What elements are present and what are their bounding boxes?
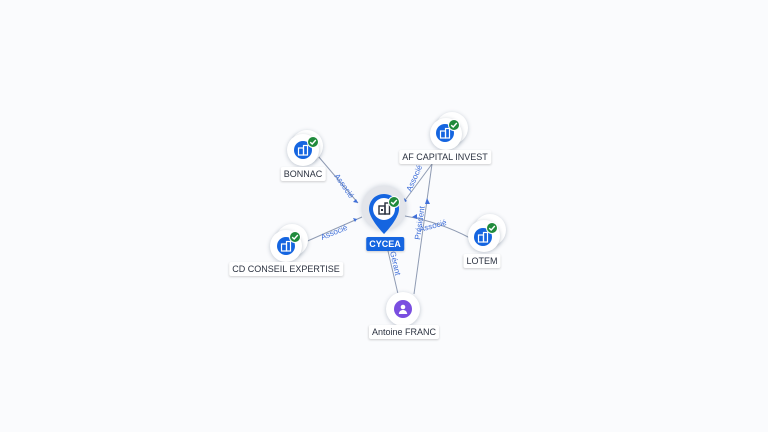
node-af-capital-invest[interactable] bbox=[428, 112, 468, 152]
edge-label: Associé bbox=[319, 223, 349, 242]
node-lotem[interactable] bbox=[466, 214, 508, 256]
building-icon bbox=[280, 240, 292, 252]
node-cycea[interactable] bbox=[362, 186, 406, 240]
verified-icon bbox=[289, 231, 301, 243]
node-label-cd-conseil-expertise[interactable]: CD CONSEIL EXPERTISE bbox=[229, 262, 343, 276]
edge-label: Gérant bbox=[388, 250, 402, 277]
node-label-bonnac[interactable]: BONNAC bbox=[280, 167, 326, 181]
edge-afcapital-cycea bbox=[402, 163, 433, 204]
node-label-af-capital-invest[interactable]: AF CAPITAL INVEST bbox=[399, 150, 491, 164]
node-antoine-franc[interactable] bbox=[386, 292, 422, 328]
edge-antoine-afcapital-president bbox=[413, 163, 433, 295]
node-label-cycea[interactable]: CYCEA bbox=[366, 237, 404, 251]
building-icon bbox=[439, 127, 451, 139]
edge-arrow bbox=[353, 199, 358, 203]
verified-icon bbox=[388, 196, 400, 208]
edge-lotem-cycea bbox=[404, 215, 471, 239]
edge-cdconseil-cycea bbox=[302, 216, 363, 244]
node-label-antoine-franc[interactable]: Antoine FRANC bbox=[368, 325, 440, 339]
node-bonnac[interactable] bbox=[287, 130, 327, 170]
building-icon bbox=[477, 231, 489, 243]
verified-icon bbox=[486, 222, 498, 234]
graph-edges bbox=[302, 155, 471, 295]
node-label-lotem[interactable]: LOTEM bbox=[463, 254, 501, 268]
verified-icon bbox=[448, 119, 460, 131]
edge-arrow bbox=[353, 218, 357, 222]
edge-arrow bbox=[412, 214, 417, 219]
building-icon bbox=[297, 144, 309, 156]
edge-label: Associé bbox=[332, 172, 356, 201]
node-cd-conseil-expertise[interactable] bbox=[270, 224, 310, 264]
person-icon bbox=[397, 303, 409, 315]
building-icon bbox=[377, 201, 391, 215]
verified-icon bbox=[307, 136, 319, 148]
edge-bonnac-cycea bbox=[317, 155, 359, 204]
edge-arrow bbox=[425, 198, 430, 204]
